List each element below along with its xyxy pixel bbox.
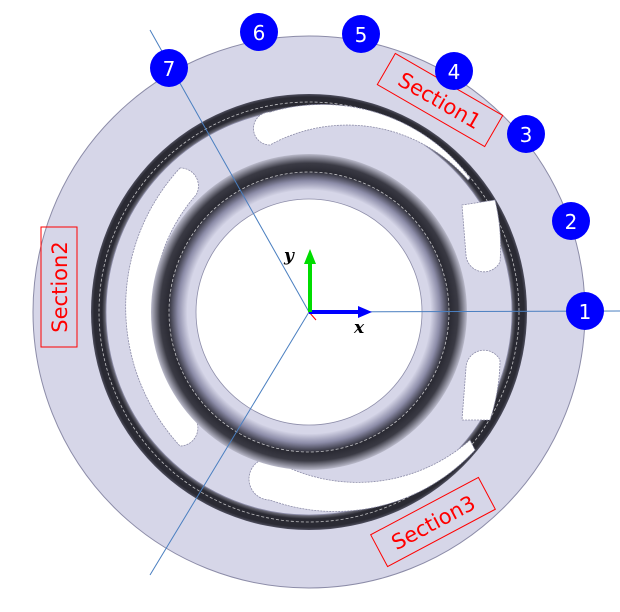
slot-bottom [248, 439, 476, 512]
slot-top [253, 104, 471, 181]
marker-3: 3 [507, 115, 545, 153]
guide-line-lower-left [149, 311, 310, 576]
marker-1: 1 [566, 292, 604, 330]
y-arrowhead-icon [304, 249, 316, 264]
svg-text:4: 4 [448, 60, 461, 84]
slots [125, 104, 501, 512]
section-label-section2: Section2 [40, 226, 78, 348]
x-arrowhead-icon [358, 306, 372, 318]
marker-4: 4 [435, 52, 473, 90]
slot-right-bottom [461, 349, 501, 421]
slot-right-top [461, 199, 501, 273]
marker-5: 5 [342, 15, 380, 53]
y-axis-label: y [283, 246, 295, 266]
svg-text:Section2: Section2 [48, 241, 72, 332]
svg-text:2: 2 [565, 210, 578, 234]
coordinate-triad: x y [283, 246, 372, 338]
svg-text:1: 1 [579, 300, 592, 324]
svg-text:6: 6 [253, 21, 266, 45]
marker-6: 6 [240, 13, 278, 51]
marker-2: 2 [552, 202, 590, 240]
svg-text:5: 5 [355, 23, 368, 47]
marker-7: 7 [150, 49, 188, 87]
x-axis-label: x [353, 318, 365, 338]
svg-text:7: 7 [163, 57, 176, 81]
svg-text:3: 3 [520, 123, 533, 147]
